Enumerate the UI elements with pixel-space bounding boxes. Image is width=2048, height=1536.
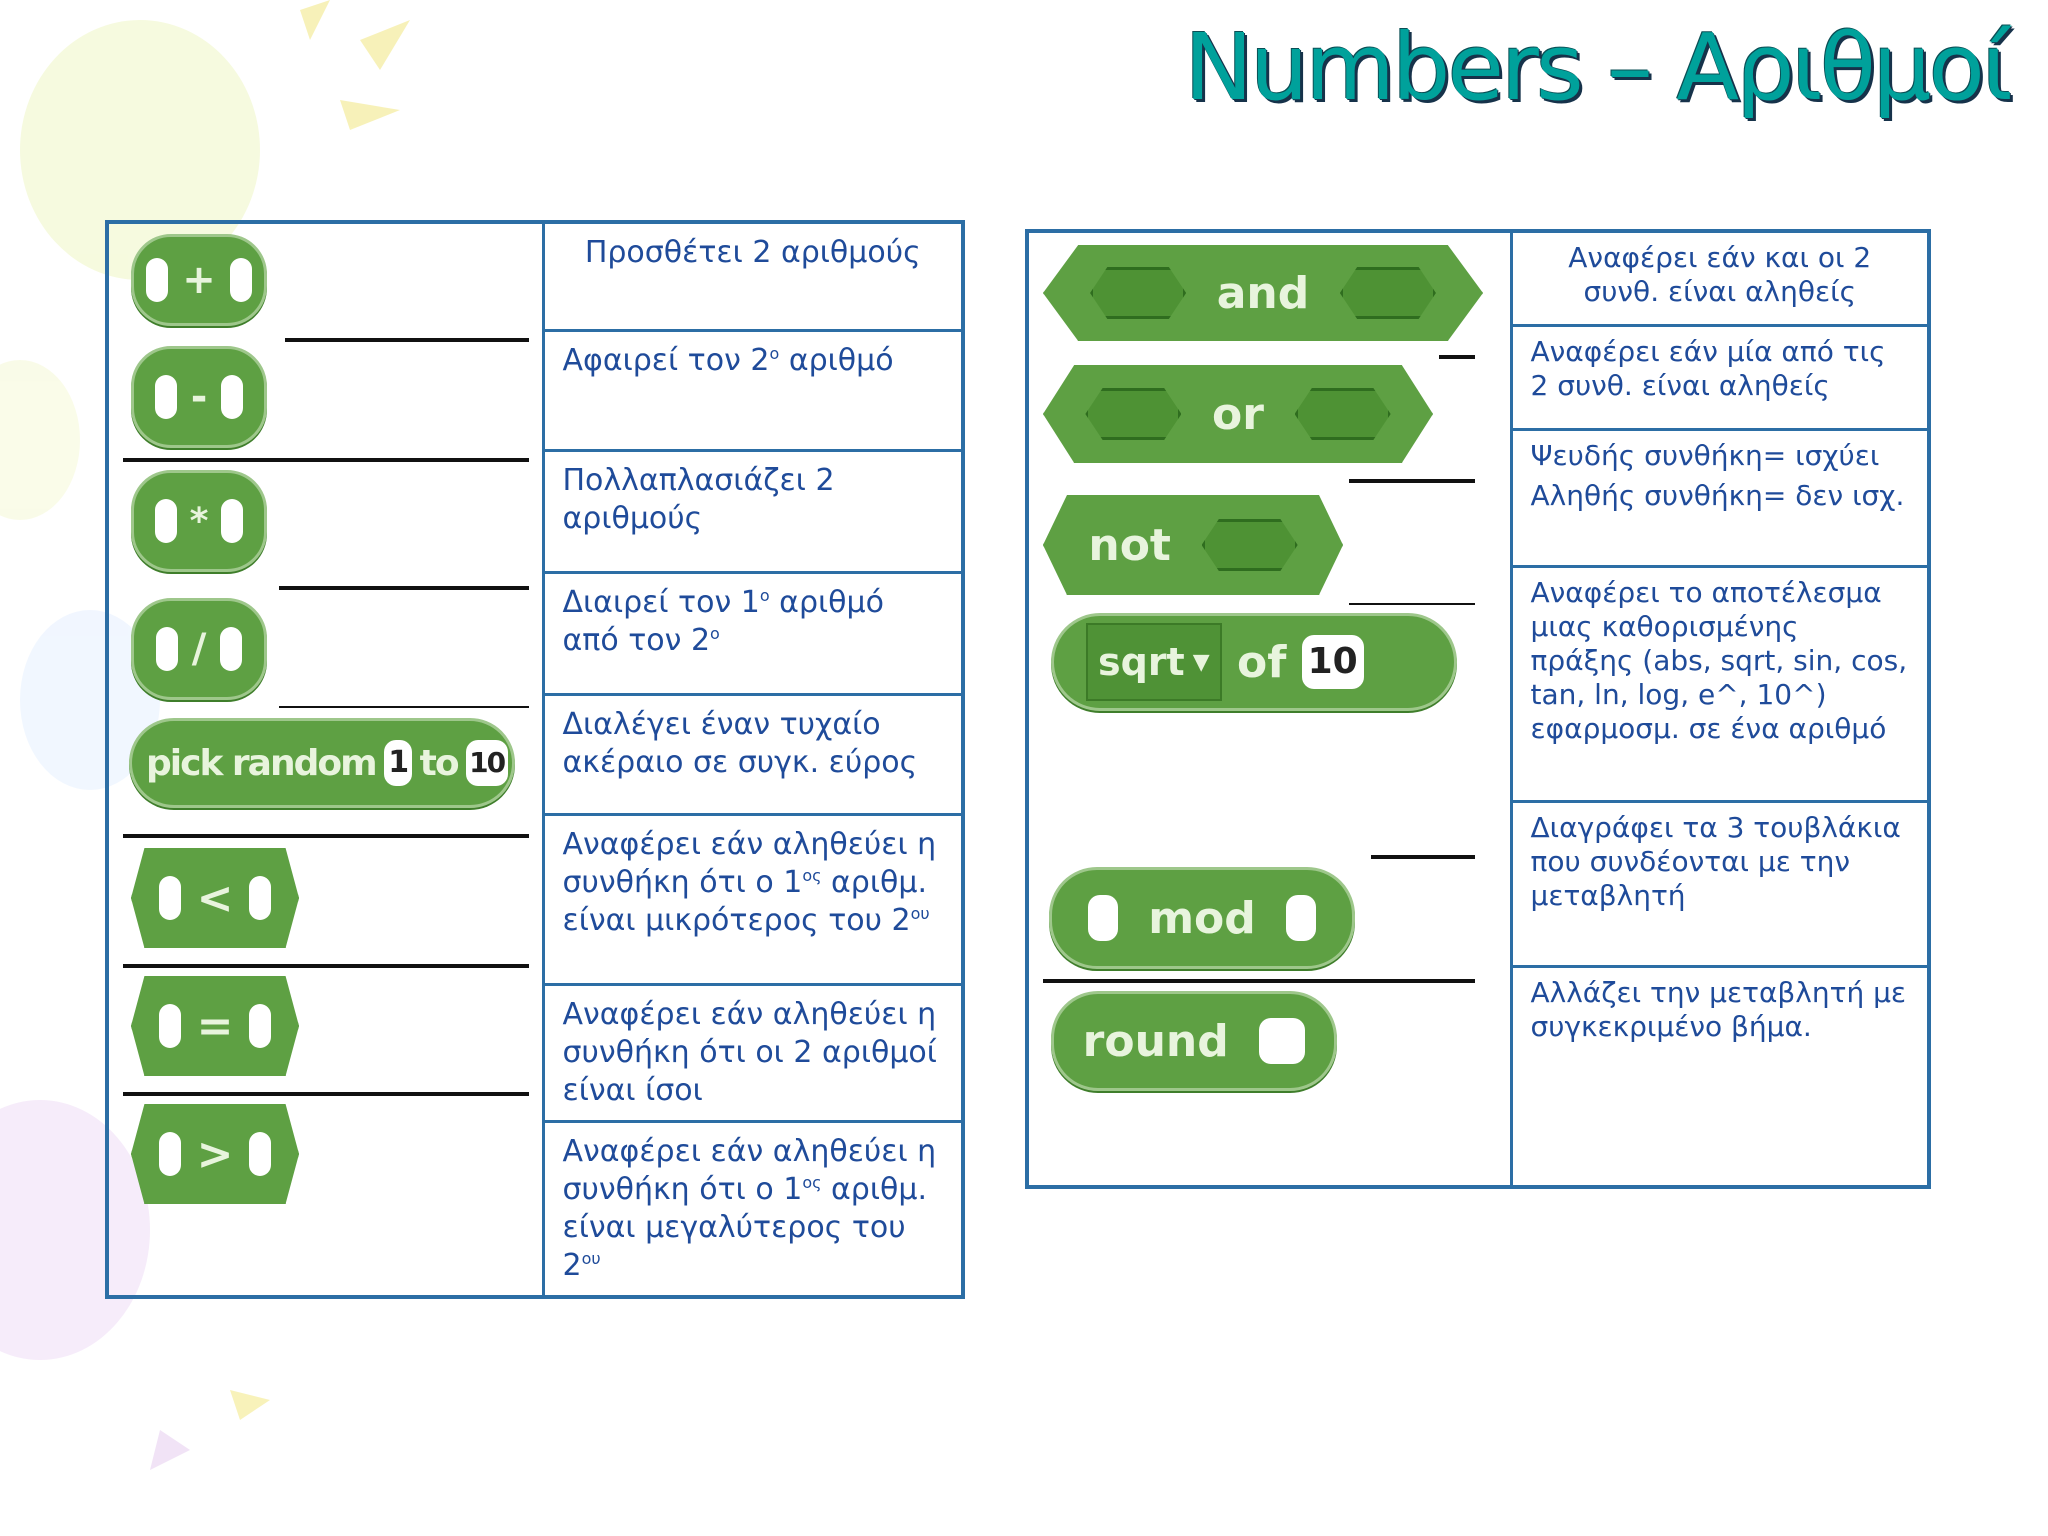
divider: [1349, 603, 1475, 605]
add-block[interactable]: +: [131, 234, 267, 326]
subtract-description: Αφαιρεί τον 2ο αριθμό: [541, 328, 965, 452]
divider: [123, 458, 529, 462]
mod-label: mod: [1148, 892, 1256, 944]
or-label: or: [1212, 388, 1264, 440]
function-dropdown-value: sqrt: [1098, 640, 1185, 684]
mod-block[interactable]: mod: [1049, 867, 1355, 969]
divider: [1371, 855, 1475, 859]
equals-operator: =: [196, 1000, 234, 1052]
divider: [123, 834, 529, 838]
not-true-line: Αληθής συνθήκη= δεν ισχ.: [1530, 479, 1905, 513]
add-description: Προσθέτει 2 αριθμούς: [541, 220, 965, 332]
pick-random-to-label: to: [419, 742, 460, 784]
number-input[interactable]: 10: [1301, 635, 1364, 689]
divider: [1349, 479, 1475, 483]
mod-description: Διαγράφει τα 3 τουβλάκια που συνδέονται …: [1509, 799, 1931, 968]
multiply-block[interactable]: *: [131, 470, 267, 572]
or-block[interactable]: or: [1043, 365, 1433, 463]
and-description: Αναφέρει εάν και οι 2 συνθ. είναι αληθεί…: [1509, 229, 1931, 327]
divider: [279, 706, 529, 708]
left-block-column: + - * / pick random 1 to: [105, 220, 545, 1298]
right-block-column: and or not sqrt ▼ of 10: [1025, 229, 1513, 1189]
divide-block[interactable]: /: [131, 598, 267, 700]
function-description: Αναφέρει το αποτέλεσμα μιας καθορισμένης…: [1509, 564, 1931, 803]
greater-than-description: Αναφέρει εάν αληθεύει η συνθήκη ότι ο 1ο…: [541, 1119, 965, 1298]
function-dropdown[interactable]: sqrt ▼: [1086, 623, 1222, 701]
right-blocks-table: and or not sqrt ▼ of 10: [1025, 229, 1931, 1189]
not-description: Ψευδής συνθήκη= ισχύει Αληθής συνθήκη= δ…: [1509, 428, 1931, 568]
not-false-line: Ψευδής συνθήκη= ισχύει: [1530, 439, 1880, 473]
less-than-description: Αναφέρει εάν αληθεύει η συνθήκη ότι ο 1ο…: [541, 812, 965, 986]
pick-random-label: pick random: [146, 742, 378, 784]
sqrt-of-block[interactable]: sqrt ▼ of 10: [1051, 613, 1457, 711]
left-blocks-table: + - * / pick random 1 to: [105, 220, 965, 1299]
divide-operator: /: [191, 626, 207, 672]
page-title: Numbers – Αριθμοί: [1184, 14, 2013, 121]
divider: [123, 964, 529, 968]
round-label: round: [1082, 1015, 1229, 1067]
not-label: not: [1088, 519, 1171, 571]
divider: [285, 338, 529, 342]
divider: [279, 586, 529, 590]
divide-description: Διαιρεί τον 1ο αριθμό από τον 2ο: [541, 570, 965, 696]
subtract-operator: -: [190, 374, 208, 420]
pick-random-block[interactable]: pick random 1 to 10: [129, 718, 515, 808]
divider: [123, 1092, 529, 1096]
greater-than-block[interactable]: >: [131, 1104, 299, 1204]
and-block[interactable]: and: [1043, 245, 1483, 341]
divider: [1043, 979, 1475, 983]
equals-description: Αναφέρει εάν αληθεύει η συνθήκη ότι οι 2…: [541, 982, 965, 1123]
not-block[interactable]: not: [1043, 495, 1343, 595]
or-description: Αναφέρει εάν μία από τις 2 συνθ. είναι α…: [1509, 323, 1931, 432]
random-to-input[interactable]: 10: [465, 740, 508, 786]
round-block[interactable]: round: [1051, 991, 1337, 1091]
subtract-block[interactable]: -: [131, 346, 267, 448]
divider: [1439, 355, 1475, 359]
multiply-description: Πολλαπλασιάζει 2 αριθμούς: [541, 448, 965, 574]
less-than-operator: <: [196, 872, 234, 924]
equals-block[interactable]: =: [131, 976, 299, 1076]
pick-random-description: Διαλέγει έναν τυχαίο ακέραιο σε συγκ. εύ…: [541, 692, 965, 816]
and-label: and: [1216, 267, 1310, 319]
random-from-input[interactable]: 1: [383, 740, 412, 786]
add-operator: +: [182, 257, 216, 303]
of-label: of: [1236, 636, 1287, 688]
less-than-block[interactable]: <: [131, 848, 299, 948]
greater-than-operator: >: [196, 1128, 234, 1180]
chevron-down-icon: ▼: [1192, 649, 1210, 675]
round-description: Αλλάζει την μεταβλητή με συγκεκριμένο βή…: [1509, 964, 1931, 1189]
multiply-operator: *: [189, 500, 209, 542]
